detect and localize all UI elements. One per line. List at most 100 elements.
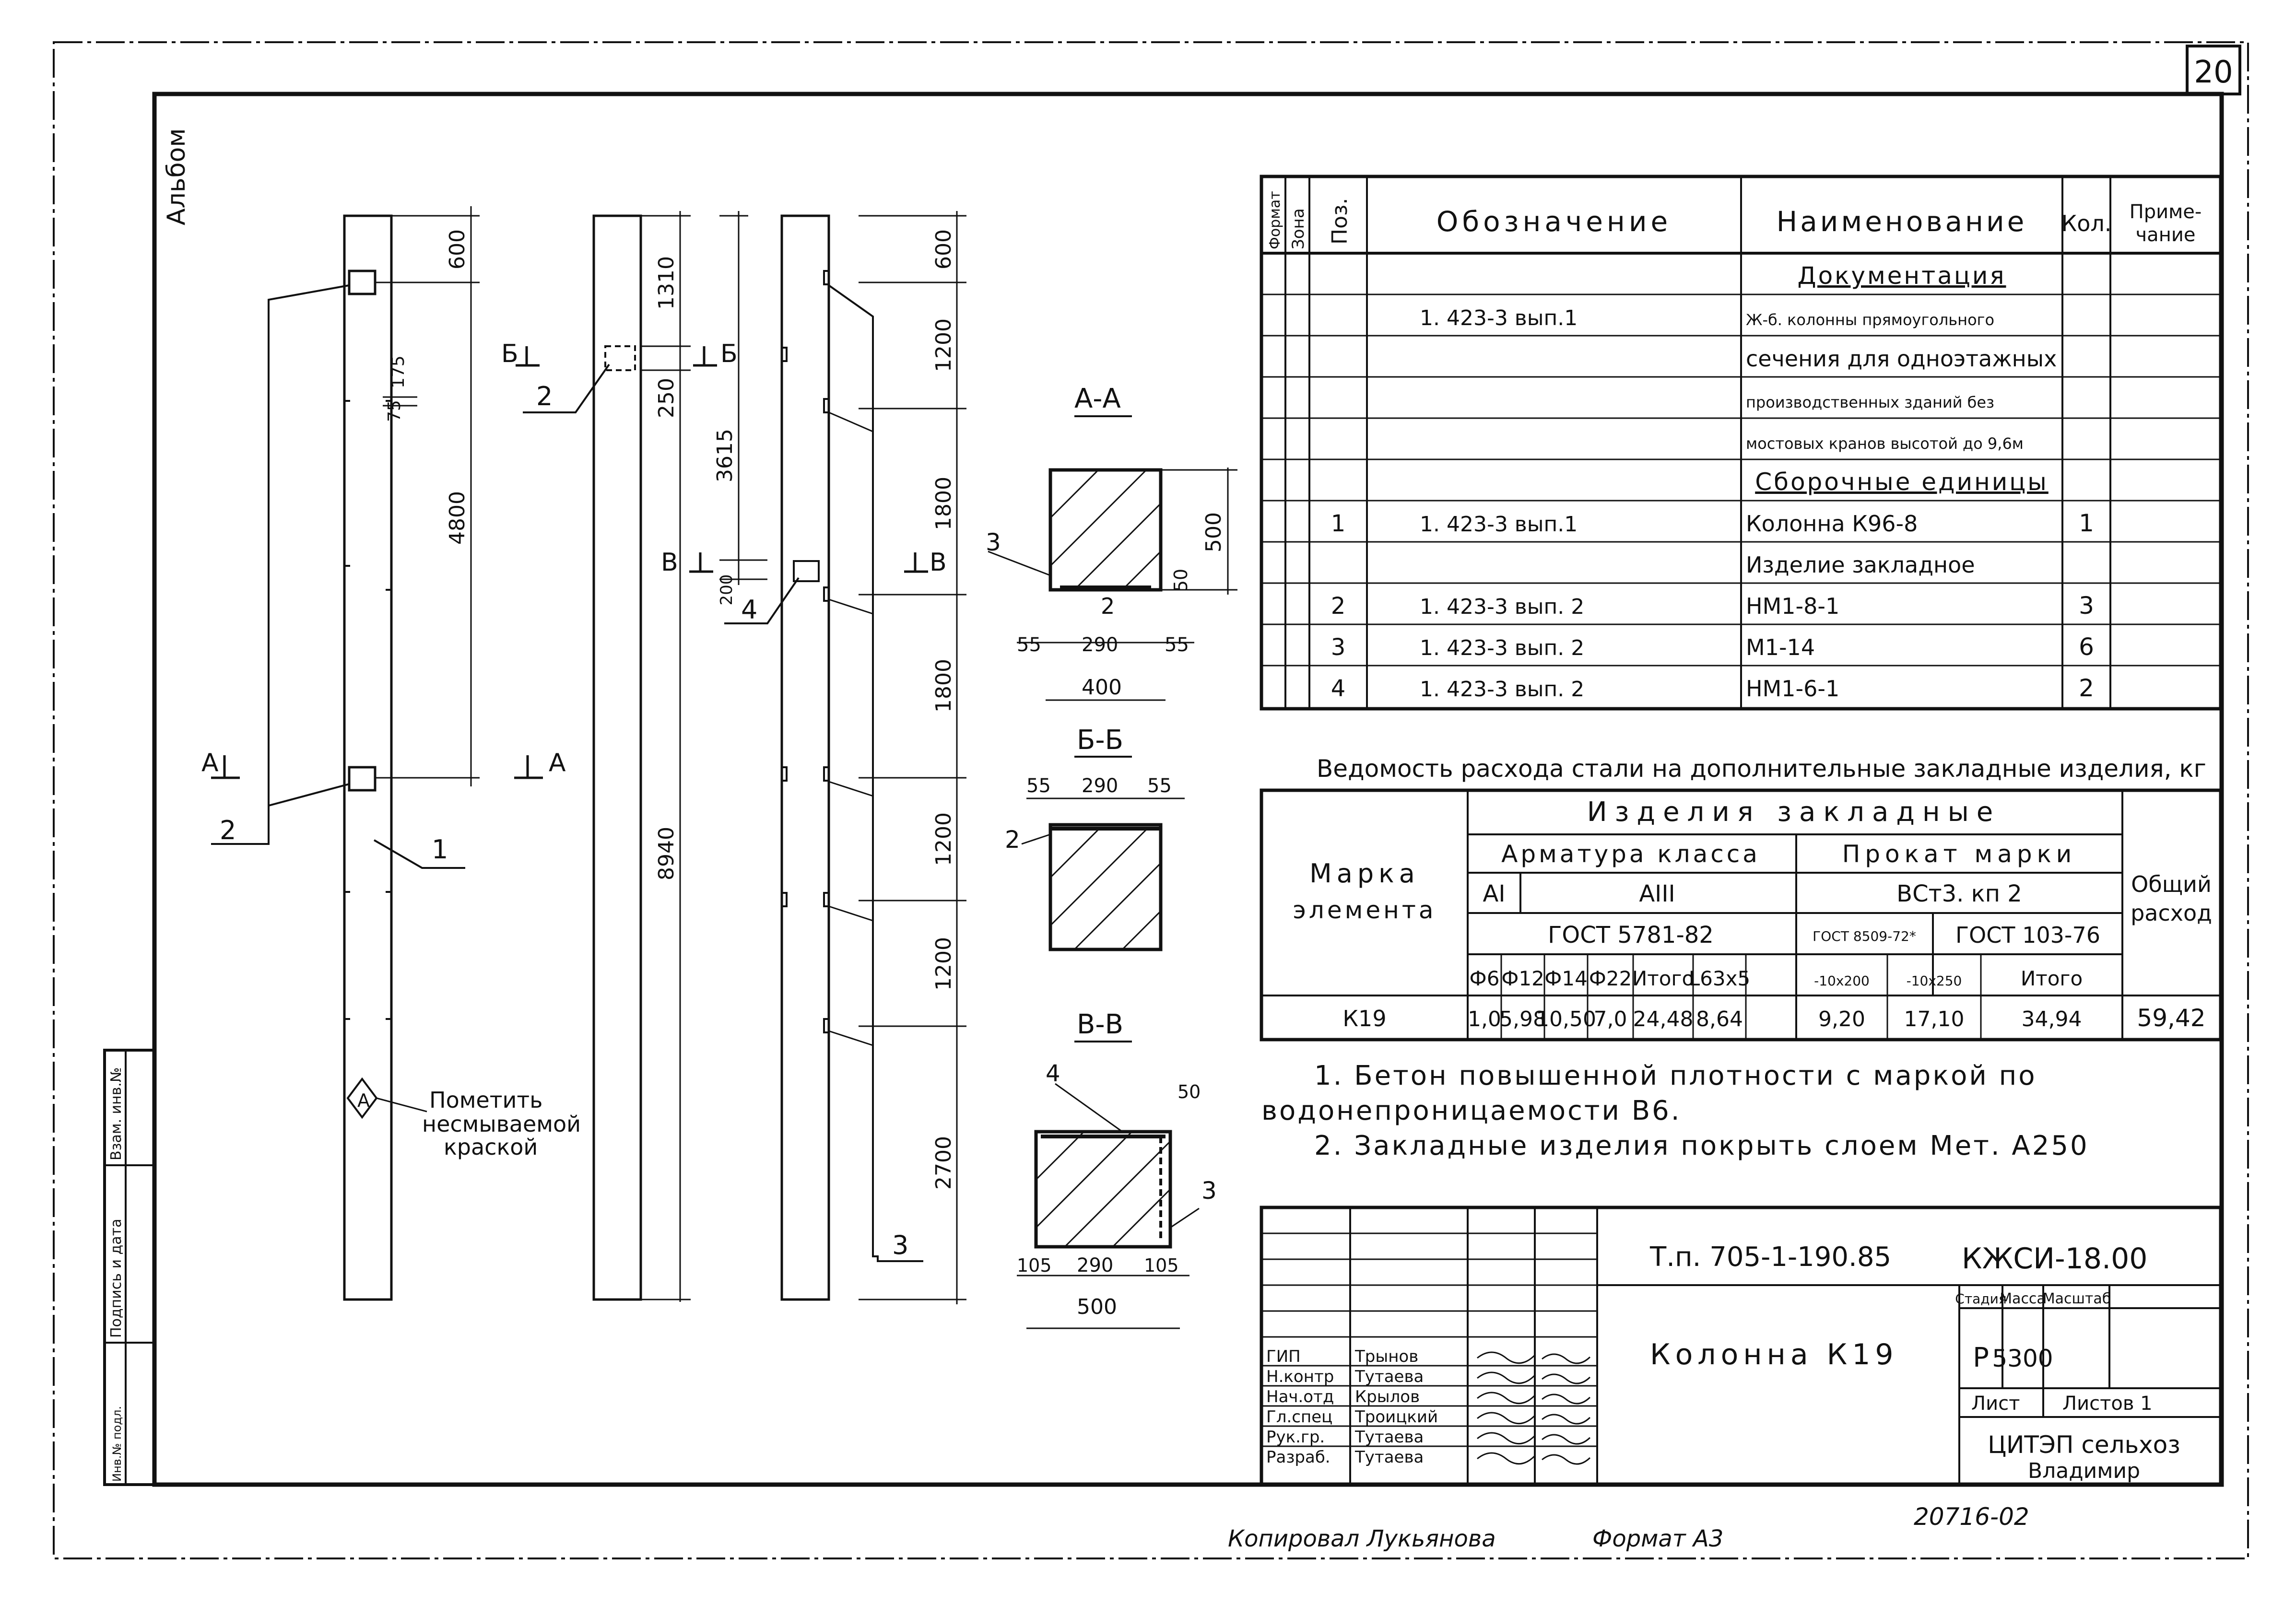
- section-bb-dim-290: 290: [1082, 775, 1118, 797]
- spec-header-zone: Зона: [1289, 208, 1308, 249]
- steel-subheader: Итого: [2021, 967, 2083, 990]
- signature-scribble: [1477, 1351, 1536, 1364]
- steel-value: 1,0: [1468, 1007, 1501, 1031]
- section-aa-dim-400: 400: [1082, 675, 1122, 700]
- spec-row-name: М1-14: [1746, 634, 1815, 660]
- paint-note-line-2: несмываемой: [422, 1111, 581, 1137]
- section-mark-b-right: Б: [720, 340, 738, 368]
- spec-header-designation: Обозначение: [1436, 205, 1672, 238]
- dim-col1-175: 175: [389, 355, 408, 388]
- steel-gost-103: ГОСТ 103-76: [1955, 922, 2100, 948]
- column-elevation-3: 3 4 600 1200 1800 1800 1200 1200 2700 В: [724, 211, 966, 1304]
- note-line-2: водонепроницаемости В6.: [1261, 1095, 1682, 1126]
- spec-row-name: Ж-б. колонны прямоугольного: [1746, 311, 1994, 329]
- steel-value: 7,0: [1594, 1007, 1627, 1031]
- steel-table: Ведомость расхода стали на дополнительны…: [1260, 755, 2223, 1042]
- dim-col2-3615: 3615: [713, 429, 737, 482]
- steel-value: 9,20: [1818, 1007, 1865, 1031]
- spec-header-qty: Кол.: [2061, 211, 2112, 236]
- tb-stage-header: Стадия: [1955, 1291, 2006, 1307]
- dim-col2-200: 200: [717, 574, 736, 606]
- tb-org-1: ЦИТЭП сельхоз: [1988, 1431, 2180, 1459]
- steel-title: Ведомость расхода стали на дополнительны…: [1317, 755, 2206, 783]
- pos-label-2-col2: 2: [536, 381, 553, 411]
- pos-label-4-col2: 4: [741, 595, 757, 625]
- signer-role: Гл.спец: [1266, 1407, 1332, 1427]
- dim-col3-1800b: 1800: [931, 659, 956, 713]
- format-label: Формат А3: [1592, 1525, 1723, 1552]
- spec-row-name: НМ1-8-1: [1746, 593, 1839, 619]
- spec-row-designation: 1. 423-3 вып.1: [1420, 512, 1578, 537]
- specification-table: Формат Зона Поз. Обозначение Наименовани…: [1260, 175, 2223, 711]
- spec-row-qty: 6: [2079, 633, 2094, 661]
- section-vv-dim-105a: 105: [1017, 1255, 1052, 1276]
- dim-col3-1200c: 1200: [931, 937, 956, 991]
- section-vv-title: В-В: [1077, 1009, 1123, 1040]
- steel-total-header-1: Общий: [2131, 871, 2212, 897]
- signature-scribble: [1477, 1392, 1536, 1405]
- signature-scribble: [1477, 1371, 1536, 1384]
- steel-subheader: -10x250: [1907, 973, 1962, 989]
- stamp-sign-date: Подпись и дата: [108, 1219, 125, 1338]
- dim-col3-1800a: 1800: [931, 477, 956, 530]
- dim-col2-8940: 8940: [654, 827, 679, 880]
- signer-role: Н.контр: [1266, 1367, 1334, 1386]
- steel-subheader: Ф12: [1501, 967, 1544, 990]
- section-bb-dim-55b: 55: [1147, 775, 1172, 797]
- steel-value: 17,10: [1904, 1007, 1965, 1031]
- section-mark-v-left: В: [661, 548, 678, 577]
- section-aa-dim-55b: 55: [1165, 634, 1189, 656]
- steel-mark-header-2: элемента: [1293, 896, 1436, 924]
- section-mark-a-left: А: [201, 749, 219, 777]
- steel-rebar-header: Арматура класса: [1501, 840, 1760, 868]
- section-aa: А-А 2 3 500 50 55 290 55 400: [986, 383, 1237, 701]
- steel-mark-header-1: Марка: [1309, 858, 1420, 889]
- tb-code: КЖСИ-18.00: [1962, 1242, 2147, 1276]
- tb-project: Т.п. 705-1-190.85: [1649, 1241, 1891, 1273]
- spec-row-designation: 1. 423-3 вып. 2: [1420, 595, 1584, 619]
- signer-name: Тутаева: [1354, 1428, 1424, 1447]
- steel-subheader: -10x200: [1814, 973, 1870, 989]
- date-scribble: [1542, 1454, 1591, 1465]
- steel-row-total: 59,42: [2137, 1004, 2205, 1032]
- note-line-1: 1. Бетон повышенной плотности с маркой п…: [1314, 1060, 2037, 1091]
- spec-row-designation: 1. 423-3 вып.1: [1420, 306, 1578, 330]
- section-vv-dim-105b: 105: [1144, 1255, 1179, 1276]
- left-stamp: Инв.№ подл. Подпись и дата Взам. инв.№: [103, 1049, 156, 1486]
- steel-subheader: Ф14: [1544, 967, 1588, 990]
- spec-row-pos: 4: [1331, 675, 1346, 702]
- signer-role: ГИП: [1266, 1347, 1301, 1366]
- tb-mass-header: Масса: [2000, 1290, 2046, 1307]
- signer-role: Разраб.: [1266, 1448, 1331, 1467]
- date-scribble: [1542, 1414, 1591, 1425]
- spec-row-qty: 3: [2079, 592, 2094, 620]
- paint-note-line-3: краской: [444, 1134, 538, 1160]
- copied-by: Копировал Лукьянова: [1228, 1525, 1496, 1552]
- section-aa-dim-290: 290: [1082, 634, 1118, 656]
- tb-org-2: Владимир: [2028, 1459, 2140, 1483]
- signer-name: Трынов: [1354, 1347, 1418, 1366]
- sheet-number: 20: [2194, 55, 2233, 90]
- signature-scribble: [1477, 1452, 1536, 1465]
- section-bb-dim-55a: 55: [1026, 775, 1051, 797]
- section-vv-dim-290: 290: [1077, 1254, 1113, 1276]
- steel-rolled-header: Прокат марки: [1842, 840, 2077, 868]
- section-aa-label-3: 3: [986, 528, 1001, 556]
- pos-label-3-col3: 3: [892, 1230, 908, 1260]
- dim-col1-4800: 4800: [445, 491, 470, 545]
- spec-row-pos: 2: [1331, 593, 1346, 620]
- spec-header-format: Формат: [1267, 191, 1283, 249]
- section-aa-dim-50: 50: [1170, 569, 1191, 592]
- section-vv-label-3: 3: [1201, 1177, 1217, 1205]
- steel-class-a1: АI: [1483, 880, 1506, 907]
- note-line-3: 2. Закладные изделия покрыть слоем Мет. …: [1314, 1130, 2089, 1161]
- stamp-inv-orig: Инв.№ подл.: [110, 1406, 124, 1482]
- spec-row-designation: 1. 423-3 вып. 2: [1420, 636, 1584, 660]
- steel-subheader: L63x5: [1689, 967, 1750, 990]
- signer-name: Тутаева: [1354, 1448, 1424, 1467]
- section-bb-title: Б-Б: [1077, 725, 1123, 756]
